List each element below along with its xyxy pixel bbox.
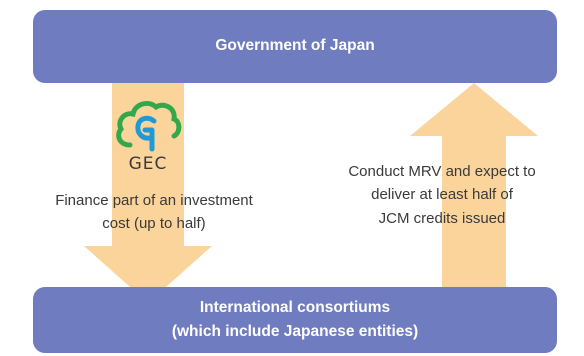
- up-arrow: [410, 83, 538, 287]
- gec-cloud-logo-icon: [116, 101, 182, 152]
- top-box-label: Government of Japan: [215, 37, 375, 55]
- left-flow-text: Finance part of an investment cost (up t…: [14, 189, 294, 236]
- bottom-box-line-1: International consortiums: [199, 298, 391, 316]
- gec-logo-text: GEC: [128, 154, 168, 174]
- government-of-japan-box: Government of Japan: [33, 10, 557, 83]
- right-flow-line-2: deliver at least half of: [371, 186, 513, 204]
- bottom-box-line-2: (which include Japanese entities): [171, 323, 419, 340]
- left-flow-line-2: cost (up to half): [102, 215, 206, 233]
- down-arrow: [84, 83, 212, 303]
- right-flow-text: Conduct MRV and expect to deliver at lea…: [302, 160, 582, 230]
- left-flow-line-1: Finance part of an investment: [55, 192, 253, 209]
- right-flow-line-1: Conduct MRV and expect to: [348, 163, 536, 180]
- right-flow-line-3: JCM credits issued: [378, 209, 506, 227]
- international-consortiums-box: International consortiums (which include…: [33, 287, 557, 353]
